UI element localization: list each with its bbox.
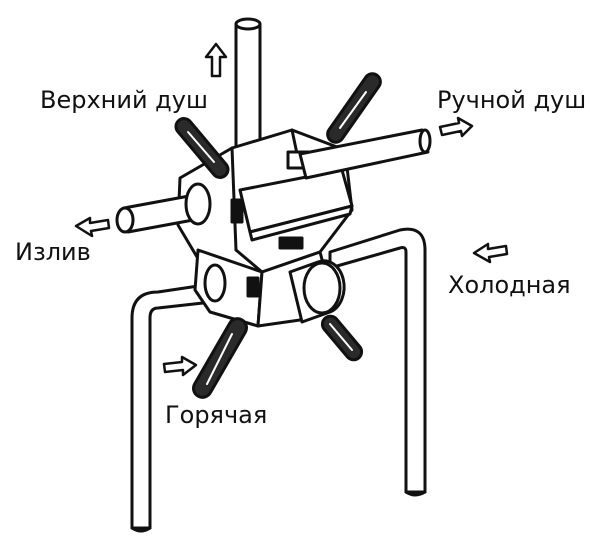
hot-inlet-stub — [203, 263, 227, 303]
label-cold: Холодная — [448, 271, 571, 299]
hand-shower-pipe — [298, 128, 432, 180]
label-hot: Горячая — [165, 401, 268, 429]
diverter-block — [230, 150, 354, 298]
right-arrow-icon — [162, 355, 198, 377]
left-arrow-icon — [74, 216, 111, 238]
handle-top-right — [326, 72, 382, 144]
label-top-shower: Верхний душ — [40, 86, 208, 114]
cold-inlet-cylinder — [288, 259, 346, 324]
right-arrow-icon — [438, 116, 474, 138]
handle-top-left — [174, 117, 230, 179]
cold-supply-pipe — [328, 227, 427, 497]
handle-bottom-right — [320, 314, 364, 362]
label-hand-shower: Ручной душ — [437, 86, 587, 114]
up-arrow-icon — [204, 42, 228, 78]
handles — [174, 72, 382, 399]
flow-arrows — [74, 42, 509, 377]
left-arrow-icon — [472, 242, 509, 264]
label-spout: Излив — [15, 238, 91, 266]
spout-pipe — [115, 182, 212, 234]
top-shower-pipe — [234, 17, 262, 152]
handle-bottom-left — [192, 317, 248, 399]
